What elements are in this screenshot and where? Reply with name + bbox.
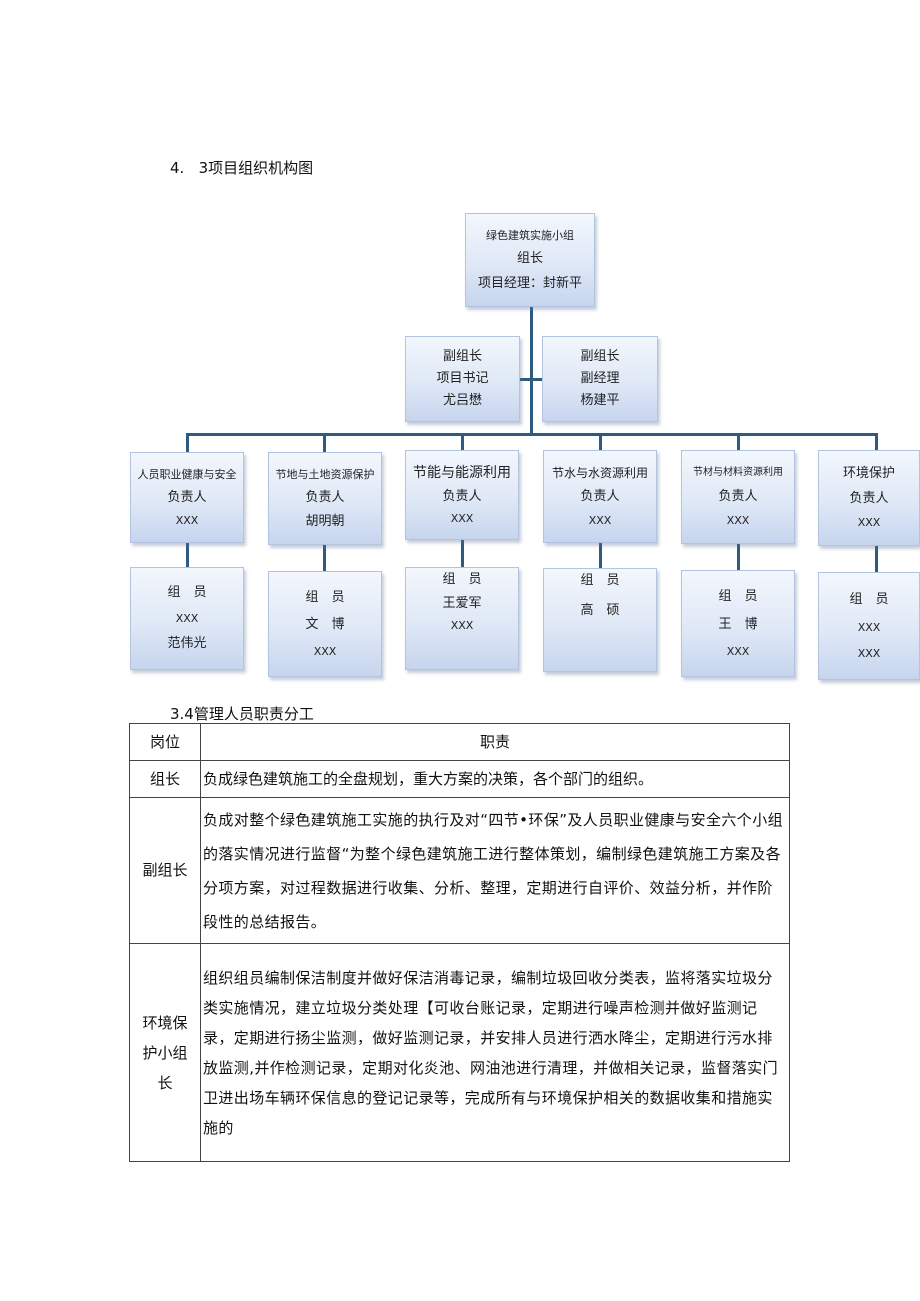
members-box: 组 员 XXX 范伟光 [130, 567, 244, 670]
connector-department-bus [186, 433, 878, 436]
members-box: 组 员 王 博 XXX [681, 570, 795, 677]
deputy-position: 项目书记 [436, 371, 489, 387]
member-name: 王 博 [718, 616, 758, 632]
connector-dept-1 [186, 433, 189, 455]
section-4-3-title: 4. 3项目组织机构图 [170, 159, 314, 177]
dept-name: 节地与土地资源保护 [275, 467, 375, 481]
org-top-role: 组长 [516, 251, 543, 266]
dept-box-environment: 环境保护 负责人 XXX [818, 450, 920, 546]
members-title: 组 员 [718, 589, 758, 605]
dept-lead: XXX [857, 516, 881, 530]
duty-cell: 负成绿色建筑施工的全盘规划，重大方案的决策，各个部门的组织。 [200, 760, 790, 798]
member-name: XXX [313, 644, 337, 658]
members-box: 组 员 XXX XXX [818, 572, 920, 680]
duties-table: 岗位 职责 组长 负成绿色建筑施工的全盘规划，重大方案的决策，各个部门的组织。 … [129, 723, 790, 1162]
member-name: XXX [857, 620, 881, 634]
member-name: 文 博 [305, 617, 345, 633]
deputy-role: 副组长 [580, 349, 620, 365]
header-duty: 职责 [200, 723, 790, 761]
org-group-name: 绿色建筑实施小组 [486, 228, 574, 242]
dept-name: 环境保护 [842, 466, 895, 482]
dept-box-energy: 节能与能源利用 负责人 XXX [405, 450, 519, 540]
connector-members-6 [875, 546, 878, 573]
table-row: 环境保护小组长 组织组员编制保洁制度并做好保洁消毒记录，编制垃圾回收分类表，监将… [129, 943, 790, 1162]
connector-dept-2 [323, 433, 326, 455]
connector-deputy-branch [520, 378, 542, 381]
dept-lead: XXX [588, 513, 612, 527]
deputy-person: 尤吕懋 [442, 393, 482, 409]
dept-box-health-safety: 人员职业健康与安全 负责人 XXX [130, 452, 244, 543]
post-cell: 副组长 [129, 797, 201, 944]
member-name: 范伟光 [167, 636, 207, 652]
dept-box-land: 节地与土地资源保护 负责人 胡明朝 [268, 452, 382, 545]
members-title: 组 员 [305, 589, 345, 605]
dept-box-materials: 节材与材料资源利用 负责人 XXX [681, 450, 795, 544]
table-header-row: 岗位 职责 [129, 723, 790, 761]
members-title: 组 员 [580, 573, 620, 588]
connector-dept-5 [737, 433, 740, 453]
org-top-person: 项目经理：封新平 [477, 275, 582, 291]
dept-lead-title: 负责人 [442, 488, 482, 504]
member-name: XXX [175, 611, 199, 625]
members-title: 组 员 [442, 572, 482, 587]
org-deputy-box: 副组长 项目书记 尤吕懋 [405, 336, 520, 422]
deputy-role: 副组长 [442, 349, 482, 365]
members-box: 组 员 高 硕 [543, 568, 657, 672]
connector-dept-3 [461, 433, 464, 453]
dept-name: 人员职业健康与安全 [137, 467, 237, 481]
header-post: 岗位 [129, 723, 201, 761]
dept-lead: XXX [450, 512, 474, 526]
connector-dept-4 [599, 433, 602, 453]
dept-name: 节材与材料资源利用 [693, 466, 783, 478]
dept-name: 节水与水资源利用 [551, 465, 648, 480]
connector-members-3 [461, 540, 464, 568]
connector-top-trunk [530, 306, 533, 434]
deputy-position: 副经理 [580, 371, 620, 387]
member-name: XXX [450, 619, 474, 633]
dept-lead-title: 负责人 [718, 488, 758, 504]
connector-members-1 [186, 543, 189, 568]
members-title: 组 员 [849, 592, 889, 607]
members-title: 组 员 [167, 585, 207, 601]
dept-lead: XXX [175, 514, 199, 528]
connector-members-5 [737, 544, 740, 571]
dept-box-water: 节水与水资源利用 负责人 XXX [543, 450, 657, 543]
connector-dept-6 [875, 433, 878, 453]
dept-lead: 胡明朝 [305, 513, 345, 529]
dept-lead-title: 负责人 [580, 489, 620, 505]
member-name: XXX [857, 646, 881, 660]
member-name: XXX [726, 644, 750, 658]
members-box: 组 员 文 博 XXX [268, 571, 382, 677]
member-name: 王爱军 [442, 595, 482, 611]
dept-lead: XXX [726, 513, 750, 527]
duty-cell: 组织组员编制保洁制度并做好保洁消毒记录，编制垃圾回收分类表，监将落实垃圾分类实施… [200, 943, 790, 1162]
post-cell: 组长 [129, 760, 201, 798]
section-3-4-title: 3.4管理人员职责分工 [170, 705, 314, 723]
dept-lead-title: 负责人 [167, 489, 207, 505]
dept-lead-title: 负责人 [305, 489, 345, 505]
org-deputy-box: 副组长 副经理 杨建平 [542, 336, 658, 422]
post-cell: 环境保护小组长 [129, 943, 201, 1162]
connector-members-2 [323, 545, 326, 572]
org-top-box: 绿色建筑实施小组 组长 项目经理：封新平 [465, 213, 595, 307]
members-box: 组 员 王爱军 XXX [405, 567, 519, 670]
deputy-person: 杨建平 [580, 393, 620, 409]
dept-lead-title: 负责人 [849, 491, 889, 507]
member-name: 高 硕 [580, 602, 620, 618]
duty-cell: 负成对整个绿色建筑施工实施的执行及对“四节•环保”及人员职业健康与安全六个小组的… [200, 797, 790, 944]
table-row: 副组长 负成对整个绿色建筑施工实施的执行及对“四节•环保”及人员职业健康与安全六… [129, 797, 790, 944]
table-row: 组长 负成绿色建筑施工的全盘规划，重大方案的决策，各个部门的组织。 [129, 760, 790, 798]
connector-members-4 [599, 543, 602, 569]
dept-name: 节能与能源利用 [413, 464, 511, 481]
